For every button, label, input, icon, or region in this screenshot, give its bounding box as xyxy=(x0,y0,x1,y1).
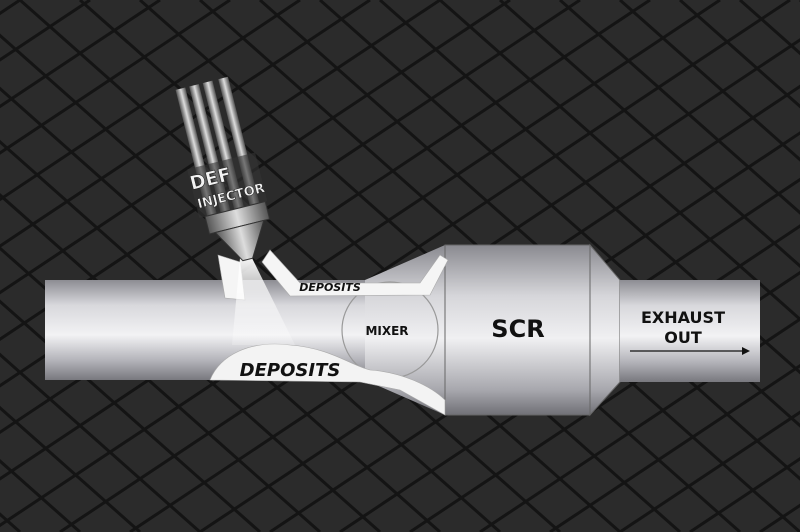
scr-body xyxy=(444,244,591,416)
grid-line xyxy=(619,0,800,162)
def-injector xyxy=(175,76,271,262)
grid-line xyxy=(679,0,800,109)
grid-line xyxy=(319,0,800,428)
mixer-label: MIXER xyxy=(365,324,408,338)
grid-line xyxy=(0,405,141,532)
outlet-pipe xyxy=(620,280,760,382)
def-spray xyxy=(232,258,295,345)
grid-line xyxy=(559,0,800,215)
grid-line xyxy=(619,410,800,532)
exhaust-label-line1: EXHAUST xyxy=(641,308,725,327)
grid-line xyxy=(549,363,800,532)
grid-line xyxy=(0,0,371,248)
grid-line xyxy=(0,246,321,532)
grid-line xyxy=(0,0,441,295)
grid-line xyxy=(409,270,800,532)
grid-line xyxy=(0,139,441,532)
grid-line xyxy=(499,0,800,269)
grid-line xyxy=(0,352,201,532)
grid-line xyxy=(379,0,800,375)
grid-line xyxy=(0,0,511,341)
grid-line xyxy=(0,33,561,532)
grid-line xyxy=(79,0,681,532)
grid-line xyxy=(269,177,800,532)
grid-line xyxy=(19,0,621,532)
grid-line xyxy=(479,317,800,532)
grid-line xyxy=(439,0,800,322)
grid-line xyxy=(0,0,301,202)
scr-label: SCR xyxy=(491,315,544,343)
deposits-upper-label: DEPOSITS xyxy=(299,281,361,294)
grid-line xyxy=(0,299,261,532)
grid-line xyxy=(0,193,381,532)
grid-line xyxy=(0,0,231,155)
deposits-lower-label: DEPOSITS xyxy=(240,360,341,381)
grid-line xyxy=(0,0,581,388)
lower-deposits xyxy=(209,343,446,416)
flow-arrow-icon xyxy=(630,347,750,355)
grid-line xyxy=(0,0,161,109)
grid-line xyxy=(0,86,501,532)
exhaust-label-line2: OUT xyxy=(664,328,702,347)
